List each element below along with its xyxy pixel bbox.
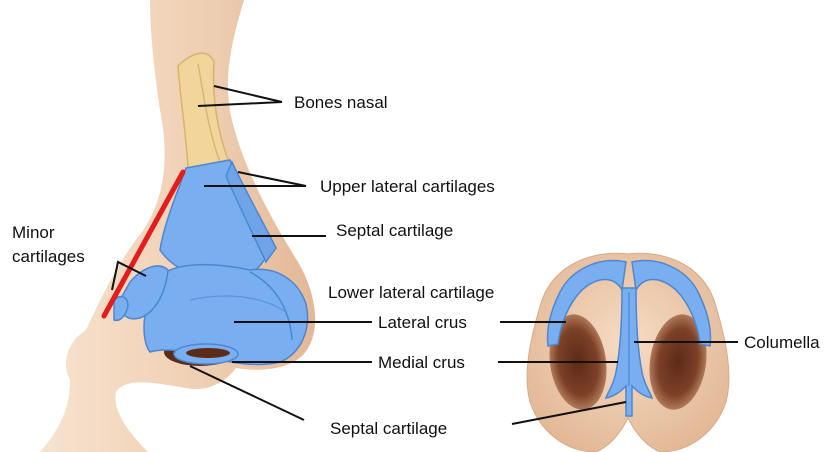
label-columella: Columella: [744, 333, 820, 352]
basal-view-nose: [527, 253, 729, 452]
label-medial-crus: Medial crus: [378, 353, 465, 372]
label-septal-cartilage-upper: Septal cartilage: [336, 221, 453, 240]
label-bones-nasal: Bones nasal: [294, 93, 388, 112]
label-lateral-crus: Lateral crus: [378, 313, 467, 332]
label-septal-cartilage-lower: Septal cartilage: [330, 419, 447, 438]
label-lower-lateral-cartilage: Lower lateral cartilage: [328, 283, 494, 302]
side-view-nose: [40, 0, 315, 452]
label-minor-cartilages-line2: cartilages: [12, 247, 85, 266]
label-upper-lateral-cartilages: Upper lateral cartilages: [320, 177, 495, 196]
leader-septal-lower: [190, 366, 304, 420]
label-minor-cartilages-line1: Minor: [12, 223, 55, 242]
